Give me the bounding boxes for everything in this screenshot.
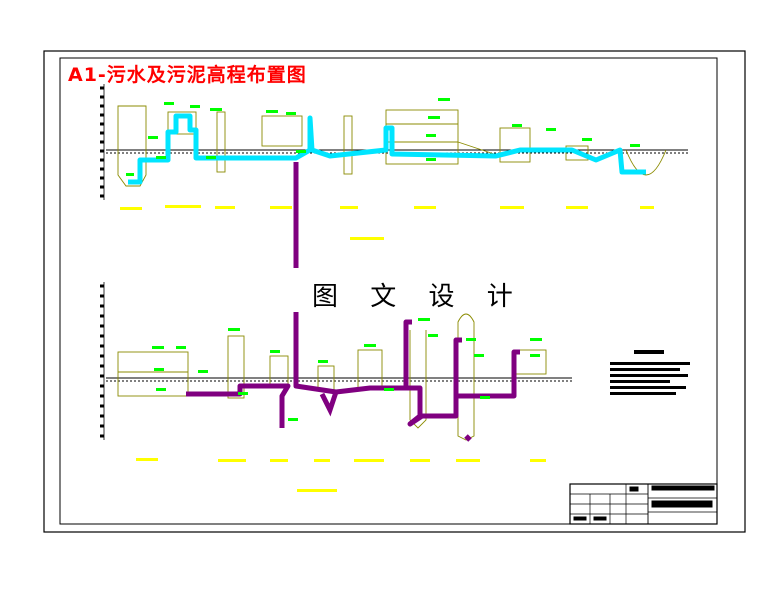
sludge-branch-mid xyxy=(319,391,339,417)
title-block xyxy=(569,483,718,525)
upper-elevation-scale xyxy=(100,86,104,198)
lower-elevation-scale xyxy=(100,284,104,438)
lower-structures xyxy=(117,313,547,441)
sludge-main-line xyxy=(293,312,412,395)
inner-border xyxy=(59,57,718,525)
upper-elevation-tags xyxy=(126,98,640,176)
outer-border xyxy=(43,50,746,533)
sludge-branch-far-east xyxy=(458,349,520,399)
sludge-branch-west xyxy=(186,383,291,428)
notes-block xyxy=(610,350,690,395)
lower-elevation-tags xyxy=(152,296,542,421)
lower-structure-captions xyxy=(136,458,546,492)
lower-profile xyxy=(100,162,690,492)
upper-profile xyxy=(100,84,688,240)
upper-water-flow-line xyxy=(128,113,646,185)
upper-structure-captions xyxy=(120,205,654,240)
sludge-branch-east xyxy=(406,337,462,427)
watermark-text: 图 文 设 计 xyxy=(308,276,529,313)
drawing-title: A1-污水及污泥高程布置图 xyxy=(68,64,307,86)
